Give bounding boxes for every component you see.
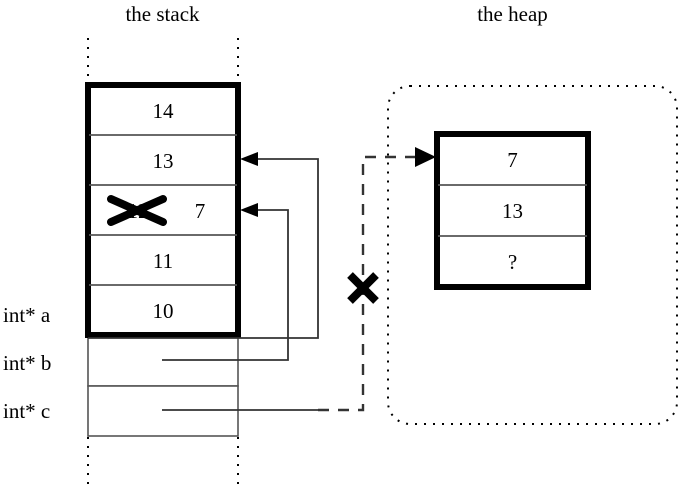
heap-block: [434, 131, 591, 290]
heap-cell-value-1: 13: [502, 199, 523, 223]
stack-slot-b: [87, 335, 239, 387]
stack-cell-value-3: 11: [152, 249, 174, 273]
pointer-var-label-c: int* c: [3, 399, 51, 423]
pointer-b-line: [162, 209, 289, 361]
heap-title: the heap: [477, 2, 548, 26]
stack-cell-value-2-replacement: 7: [194, 199, 206, 223]
stack-cell-value-1: 13: [152, 149, 174, 173]
pointer-c-dashed-line: [318, 155, 424, 412]
pointer-b-arrowhead: [240, 203, 258, 217]
pointer-var-label-b: int* b: [3, 351, 52, 375]
stack-slot-c: [87, 385, 239, 437]
stack-array-block: [85, 82, 241, 338]
heap-cell-value-0: 7: [507, 148, 518, 172]
x-mark-icon-strike-12: [107, 195, 167, 226]
stack-cell-value-2-struck: 12: [127, 199, 149, 223]
pointer-a-arrowhead: [240, 152, 258, 166]
pointer-a-line: [88, 158, 319, 339]
stack-cell-value-4: 10: [152, 299, 174, 323]
stack-title: the stack: [125, 2, 200, 26]
x-mark-icon-invalid-pointer: [347, 272, 379, 304]
pointer-var-label-a: int* a: [3, 303, 51, 327]
stack-cell-value-0: 14: [152, 99, 174, 123]
heap-cell-value-2: ?: [507, 250, 518, 274]
pointer-c-arrowhead: [415, 147, 436, 167]
heap-boundary: [387, 85, 678, 425]
